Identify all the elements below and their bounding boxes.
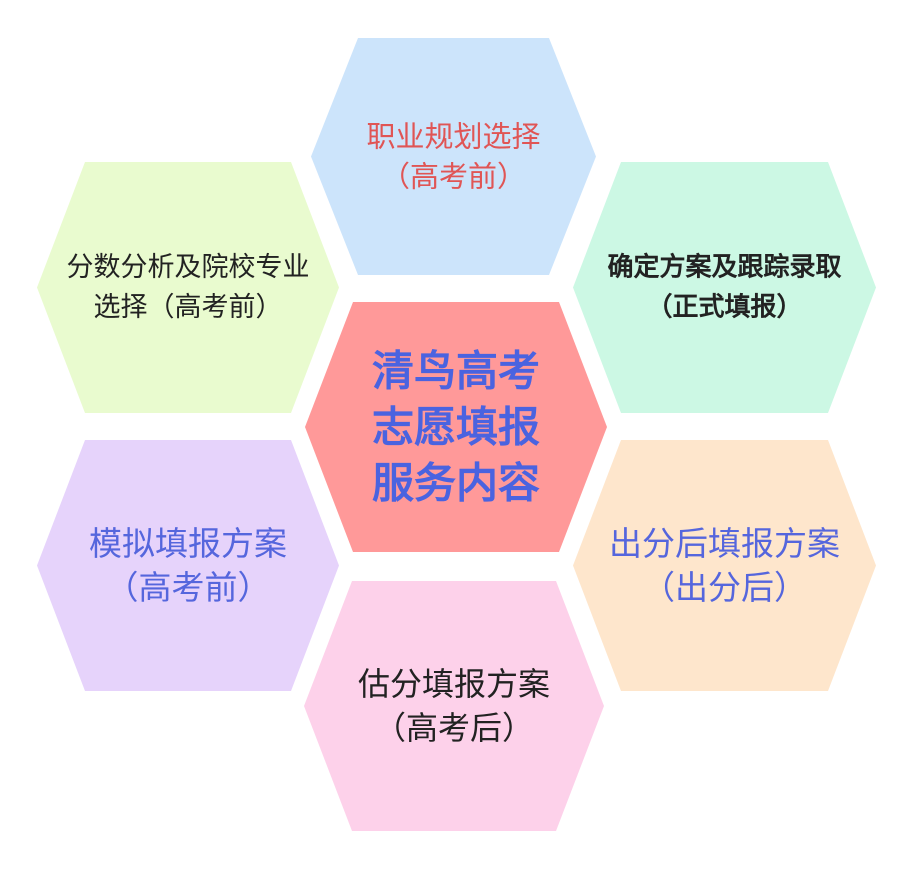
hexagon-label-confirm-plan-line-2: （正式填报） xyxy=(646,292,802,323)
hexagon-post-score-plan: 出分后填报方案 （出分后） xyxy=(573,440,876,691)
hexagon-label-center-line-1: 清鸟高考 xyxy=(372,347,540,396)
hexagon-label-score-analysis-line-2: 选择（高考前） xyxy=(94,292,283,323)
hexagon-mock-plan: 模拟填报方案 （高考前） xyxy=(37,440,339,691)
hexagon-label-score-analysis-line-1: 分数分析及院校专业 xyxy=(67,252,310,283)
hexagon-label-confirm-plan-line-1: 确定方案及跟踪录取 xyxy=(607,252,841,283)
hexagon-career-planning: 职业规划选择 （高考前） xyxy=(311,38,596,275)
hexagon-shape-mock-plan xyxy=(37,440,339,691)
hexagon-label-career-planning-line-1: 职业规划选择 xyxy=(366,120,540,154)
hexagon-label-career-planning-line-2: （高考前） xyxy=(381,160,526,194)
hexagon-label-estimate-plan-line-2: （高考后） xyxy=(374,709,534,747)
hexagon-shape-post-score-plan xyxy=(573,440,876,691)
hexagon-label-estimate-plan-line-1: 估分填报方案 xyxy=(358,665,550,703)
hexagon-label-center-line-2: 志愿填报 xyxy=(372,403,540,452)
hexagon-estimate-plan: 估分填报方案 （高考后） xyxy=(304,581,604,831)
hexagon-shape-estimate-plan xyxy=(304,581,604,831)
hexagon-shape-career-planning xyxy=(311,38,596,275)
hexagon-label-mock-plan-line-2: （高考前） xyxy=(106,568,271,607)
hexagon-shape-center xyxy=(305,302,607,552)
hexagon-shape-confirm-plan xyxy=(573,162,876,413)
hexagon-shape-score-analysis xyxy=(37,162,339,413)
hexagon-label-post-score-plan-line-2: （出分后） xyxy=(642,568,807,607)
hexagon-label-center-line-3: 服务内容 xyxy=(372,459,540,508)
hexagon-label-mock-plan-line-1: 模拟填报方案 xyxy=(89,524,287,563)
hexagon-confirm-plan: 确定方案及跟踪录取 （正式填报） xyxy=(573,162,876,413)
hexagon-label-post-score-plan-line-1: 出分后填报方案 xyxy=(609,524,840,563)
